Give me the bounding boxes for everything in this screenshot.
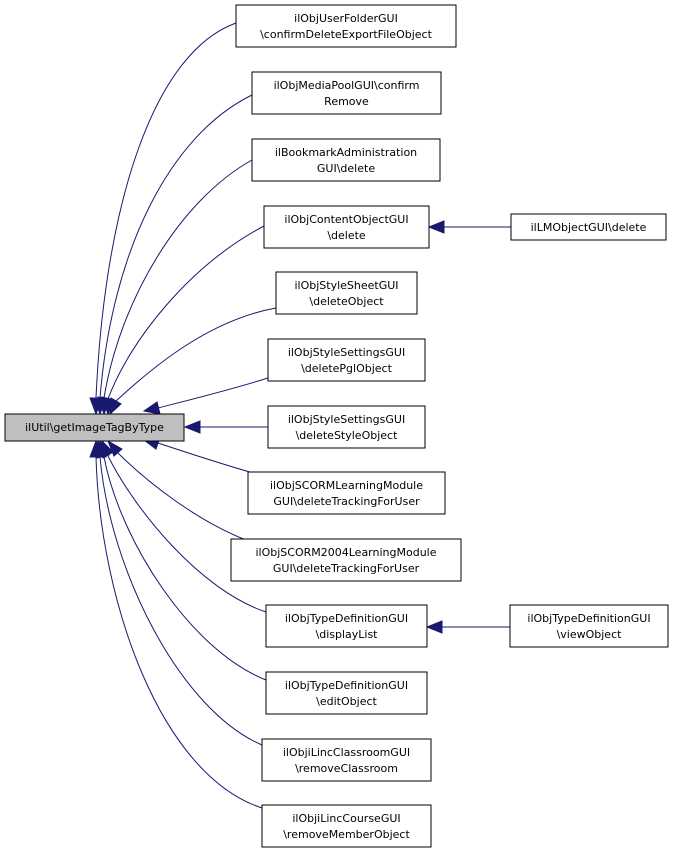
node-linc-classroom-line-1: ilObjiLincClassroomGUI [283,746,410,759]
node-bookmark-line-1: ilBookmarkAdministration [275,146,417,159]
node-stylesettings-pgl-line-2: \deletePglObject [301,362,393,375]
node-typedef-edit-line-2: \editObject [316,695,377,708]
node-scorm2004-line-1: ilObjSCORM2004LearningModule [255,546,436,559]
edge-linc-classroom-to-root [93,439,263,746]
node-userfolder-line-2: \confirmDeleteExportFileObject [260,28,432,41]
node-bookmark-line-2: GUI\delete [317,162,375,175]
edge-bookmark-to-root [97,159,253,416]
node-linc-course-line-2: \removeMemberObject [283,828,410,841]
node-scorm2004[interactable]: ilObjSCORM2004LearningModule GUI\deleteT… [230,538,462,582]
edge-lmobject-to-contentobject [427,220,511,234]
node-linc-course-line-1: ilObjiLincCourseGUI [292,812,400,825]
edge-userfolder-to-root [89,22,237,416]
node-stylesheet[interactable]: ilObjStyleSheetGUI \deleteObject [275,271,418,315]
node-lmobject-line-1: ilLMObjectGUI\delete [531,221,647,234]
node-userfolder[interactable]: ilObjUserFolderGUI \confirmDeleteExportF… [235,4,457,48]
node-typedef-display[interactable]: ilObjTypeDefinitionGUI \displayList [265,604,428,648]
node-typedef-display-line-1: ilObjTypeDefinitionGUI [285,612,408,625]
nodes: ilUtil\getImageTagByType ilObjUserFolder… [4,4,669,848]
edge-stylesheet-to-root [109,307,277,416]
edge-mediapool-to-root [93,94,253,416]
node-bookmark[interactable]: ilBookmarkAdministration GUI\delete [251,138,441,182]
node-stylesettings-pgl[interactable]: ilObjStyleSettingsGUI \deletePglObject [267,338,426,382]
node-stylesettings-pgl-line-1: ilObjStyleSettingsGUI [288,346,405,359]
node-mediapool[interactable]: ilObjMediaPoolGUI\confirm Remove [251,71,442,115]
node-contentobject[interactable]: ilObjContentObjectGUI \delete [263,205,430,249]
node-typedef-display-line-2: \displayList [316,628,379,641]
node-stylesheet-line-1: ilObjStyleSheetGUI [294,279,398,292]
node-contentobject-line-1: ilObjContentObjectGUI [284,213,408,226]
node-mediapool-line-2: Remove [324,95,369,108]
node-linc-classroom[interactable]: ilObjiLincClassroomGUI \removeClassroom [261,738,432,782]
node-scorm[interactable]: ilObjSCORMLearningModule GUI\deleteTrack… [247,471,446,515]
node-typedef-edit[interactable]: ilObjTypeDefinitionGUI \editObject [265,671,428,715]
node-linc-classroom-line-2: \removeClassroom [295,762,398,775]
node-root[interactable]: ilUtil\getImageTagByType [4,413,185,442]
node-linc-course[interactable]: ilObjiLincCourseGUI \removeMemberObject [261,804,432,848]
edge-linc-course-to-root [89,439,263,809]
node-root-line-1: ilUtil\getImageTagByType [25,421,164,434]
node-scorm2004-line-2: GUI\deleteTrackingForUser [273,562,420,575]
node-stylesettings-style[interactable]: ilObjStyleSettingsGUI \deleteStyleObject [267,405,426,449]
edge-stylesettings-pgl-to-root [142,377,269,415]
node-typedef-view-line-2: \viewObject [557,628,623,641]
edge-stylesettings-style-to-root [183,420,268,434]
node-userfolder-line-1: ilObjUserFolderGUI [294,12,398,25]
node-contentobject-line-2: \delete [327,229,366,242]
node-scorm-line-2: GUI\deleteTrackingForUser [273,495,420,508]
edge-scorm2004-to-root [107,439,247,541]
node-stylesettings-style-line-2: \deleteStyleObject [296,429,399,442]
edge-scorm-to-root [142,436,261,476]
node-mediapool-line-1: ilObjMediaPoolGUI\confirm [274,79,420,92]
node-typedef-view-line-1: ilObjTypeDefinitionGUI [527,612,650,625]
node-typedef-edit-line-1: ilObjTypeDefinitionGUI [285,679,408,692]
node-stylesheet-line-2: \deleteObject [309,295,384,308]
edge-typedef-view-to-typedef-display [425,620,510,634]
edge-contentobject-to-root [101,225,265,416]
node-stylesettings-style-line-1: ilObjStyleSettingsGUI [288,413,405,426]
node-scorm-line-1: ilObjSCORMLearningModule [270,479,423,492]
node-lmobject[interactable]: ilLMObjectGUI\delete [510,213,667,241]
node-typedef-view[interactable]: ilObjTypeDefinitionGUI \viewObject [509,604,669,648]
